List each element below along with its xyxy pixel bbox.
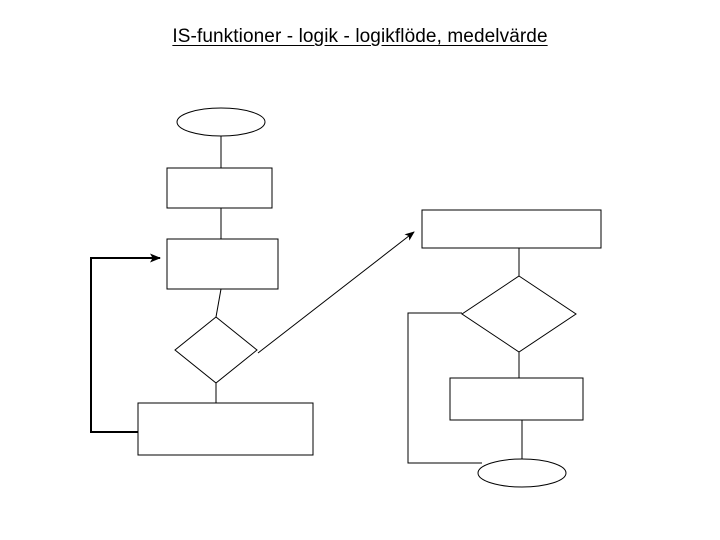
process-box-5[interactable] xyxy=(449,377,584,421)
start-terminator[interactable] xyxy=(176,107,266,137)
connector-decision-2-branch-to-end xyxy=(407,312,482,464)
process-box-1[interactable] xyxy=(166,167,273,209)
process-box-3[interactable] xyxy=(137,402,314,456)
connector-decision-1-to-process-4-arrow xyxy=(257,231,415,354)
decision-diamond-2[interactable] xyxy=(461,275,577,353)
connector-process-2-to-decision-1 xyxy=(215,288,222,318)
process-box-4[interactable] xyxy=(421,209,602,249)
page-title-text: IS-funktioner - logik - logikflöde, mede… xyxy=(172,26,548,47)
decision-diamond-1[interactable] xyxy=(174,316,258,384)
process-box-2[interactable] xyxy=(166,238,279,290)
end-terminator[interactable] xyxy=(477,458,567,488)
connector-feedback-loop-arrow xyxy=(90,253,161,433)
page-title: IS-funktioner - logik - logikflöde, mede… xyxy=(0,26,720,48)
